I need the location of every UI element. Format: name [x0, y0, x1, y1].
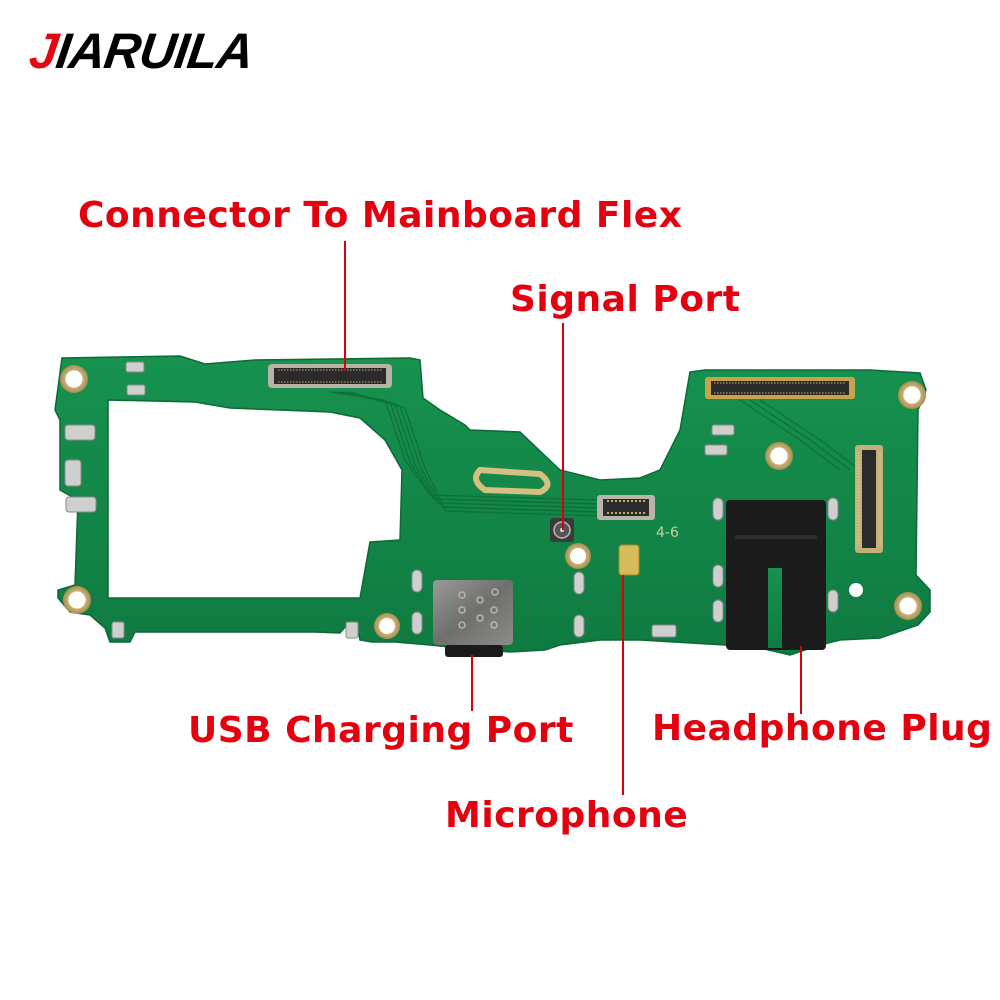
usb-charging-port — [433, 580, 513, 657]
pcb-traces — [329, 391, 861, 517]
right-vertical-connector — [855, 445, 883, 553]
label-microphone: Microphone — [445, 795, 689, 836]
signal-port — [550, 518, 574, 542]
top-right-connector — [705, 377, 855, 399]
leader-line-usb — [471, 655, 473, 711]
mounting-holes — [60, 365, 926, 639]
leader-line-connector — [344, 241, 346, 371]
label-usb-charging-port: USB Charging Port — [188, 710, 574, 751]
leader-line-signal — [562, 323, 564, 530]
label-signal-port: Signal Port — [510, 279, 741, 320]
label-headphone-plug: Headphone Plug — [652, 708, 993, 749]
leader-line-microphone — [622, 575, 624, 795]
gold-oval-pad — [473, 466, 551, 496]
silkscreen-text: 4-6 — [656, 525, 679, 541]
label-connector-to-mainboard-flex: Connector To Mainboard Flex — [78, 195, 683, 236]
leader-line-headphone — [800, 646, 802, 714]
mainboard-flex-connector — [268, 364, 392, 388]
solder-pads — [64, 361, 839, 639]
microphone-component — [618, 544, 640, 576]
small-board-connector — [597, 495, 655, 520]
headphone-plug — [726, 500, 826, 650]
